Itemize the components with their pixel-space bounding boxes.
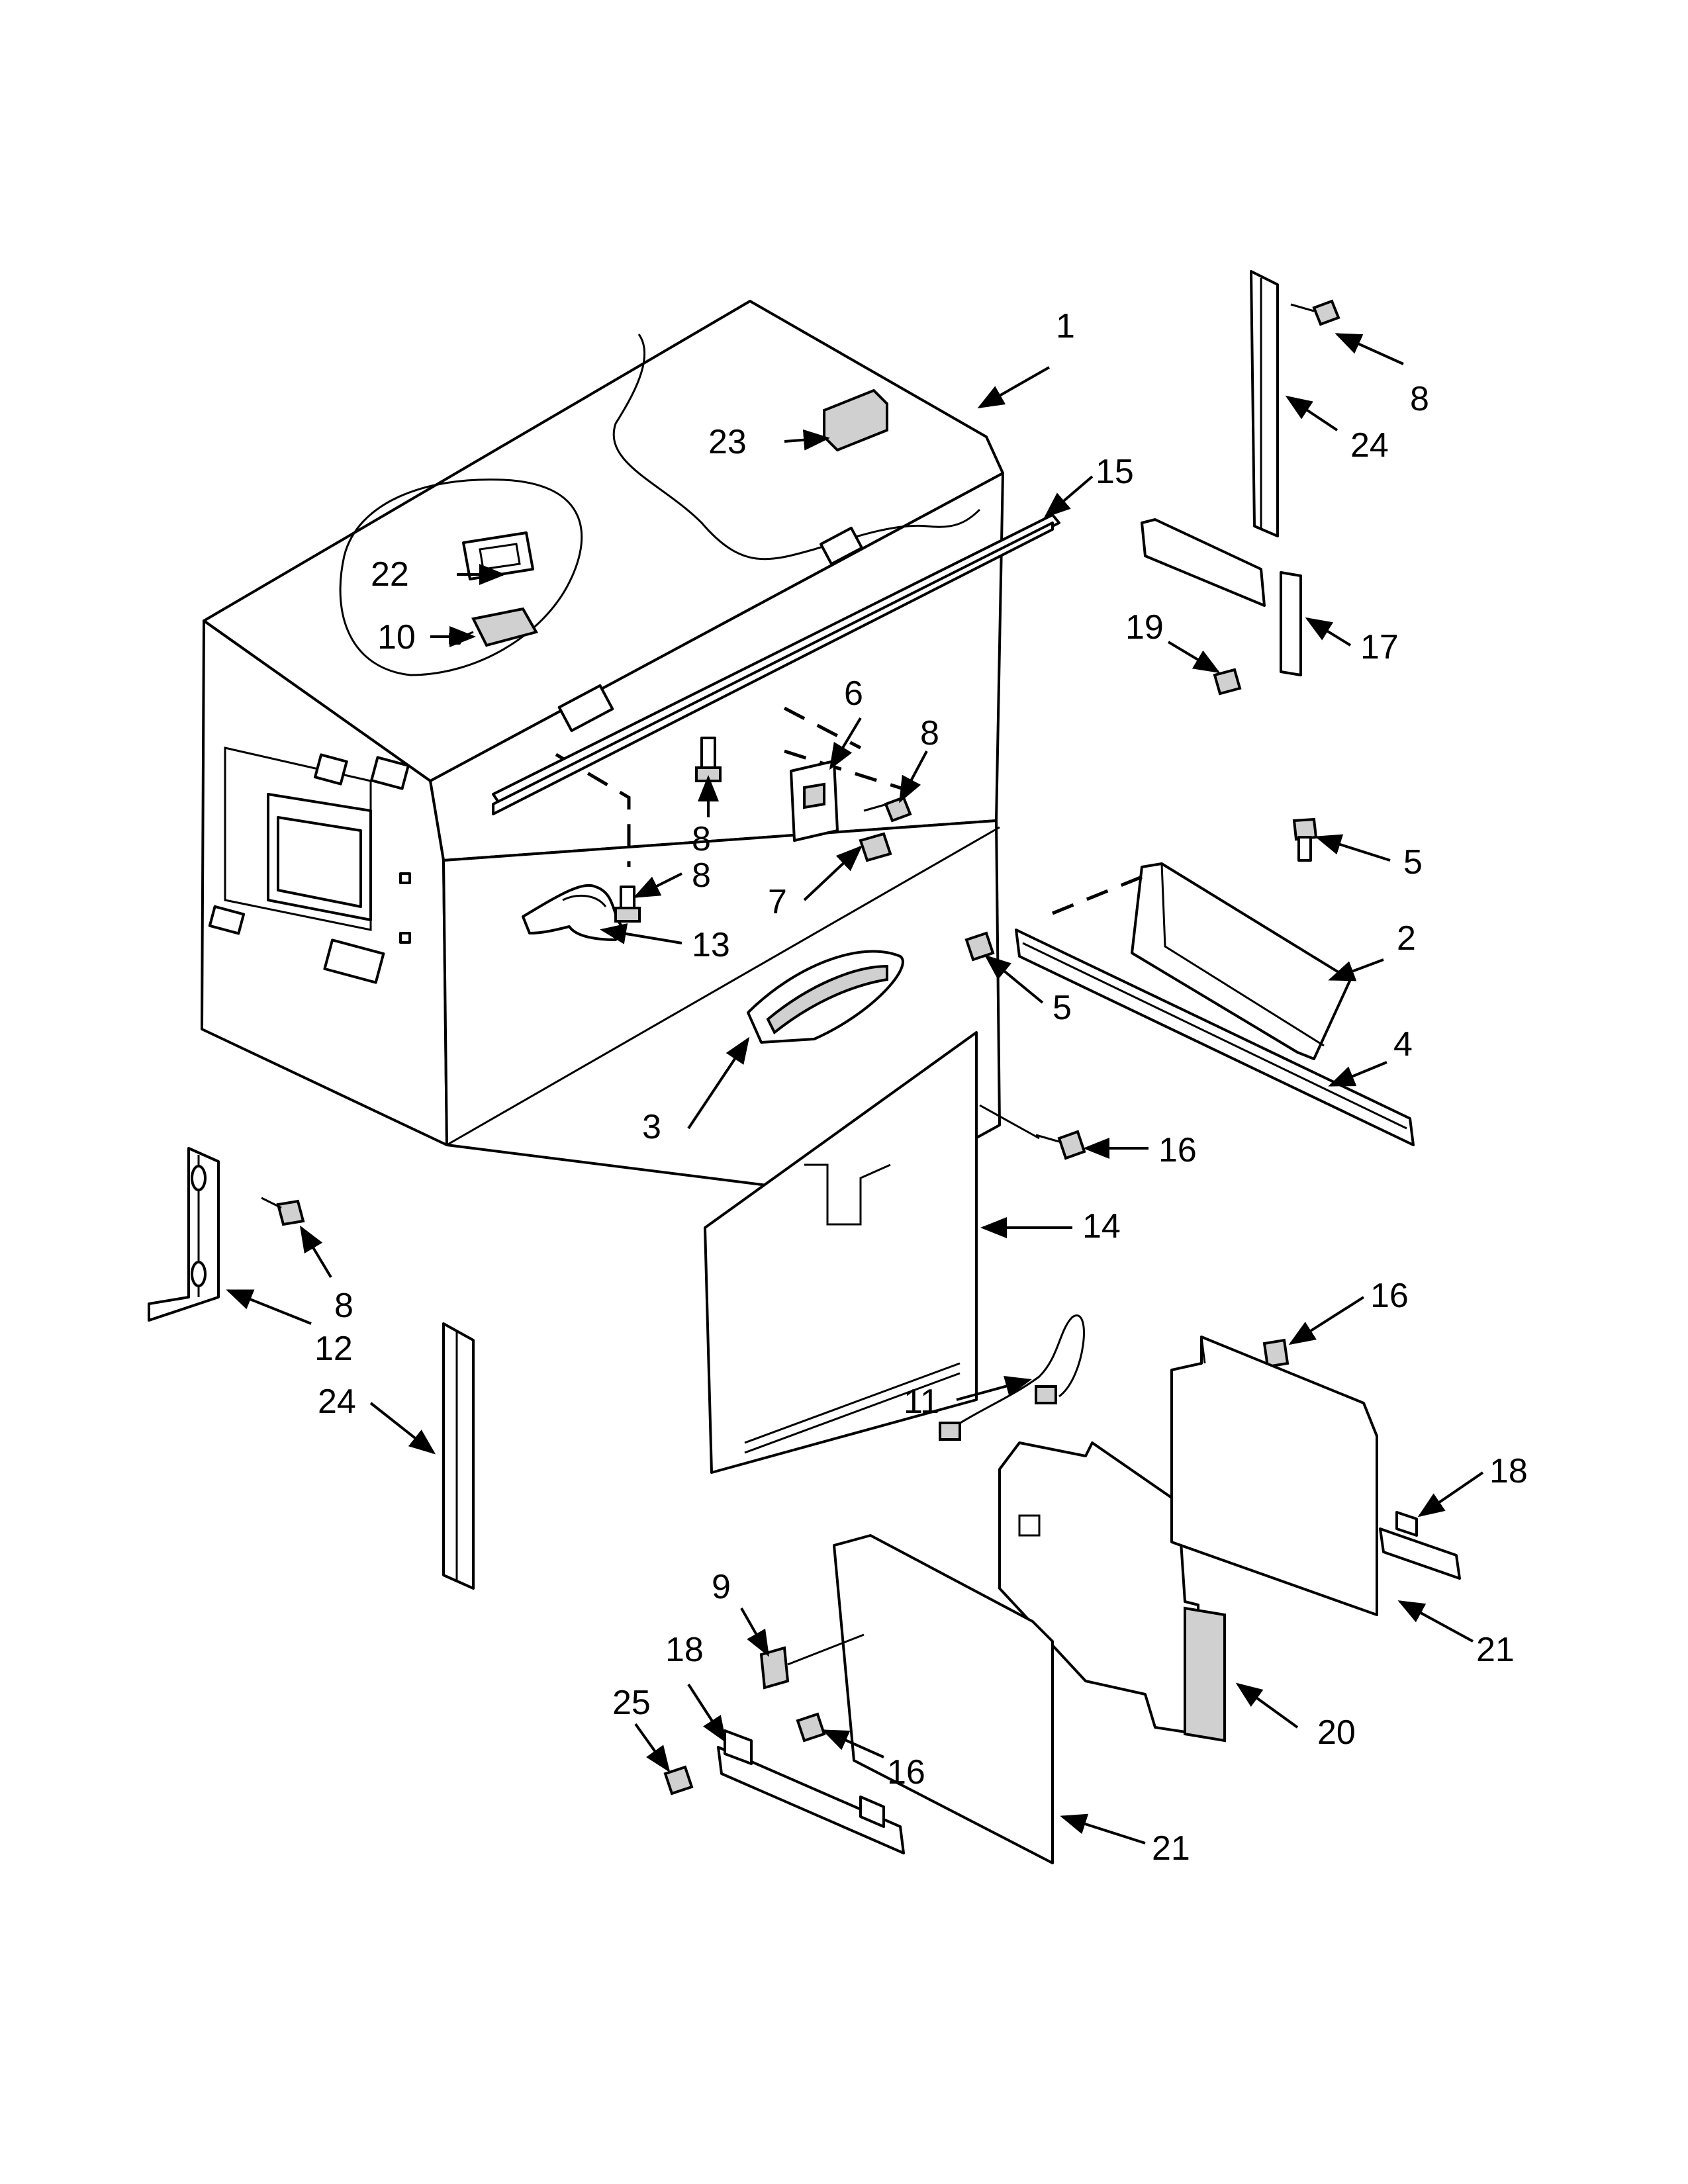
callout-18-right: 18 xyxy=(1489,1452,1528,1490)
part-7-switch xyxy=(859,832,892,862)
callout-12: 12 xyxy=(314,1330,353,1368)
part-18-slide-right xyxy=(1379,1511,1461,1580)
callout-8-left: 8 xyxy=(334,1287,353,1325)
callout-24-top: 24 xyxy=(1350,426,1389,465)
part-17-bracket xyxy=(1141,518,1302,676)
callout-leaders xyxy=(226,333,1484,1844)
part-20-control-box xyxy=(998,1441,1226,1743)
part-11-wire-harness xyxy=(939,1314,1085,1441)
screw-16-a xyxy=(1035,1130,1086,1160)
screw-25 xyxy=(663,1765,694,1796)
callout-9: 9 xyxy=(712,1568,731,1606)
callout-8-bracket-screw: 8 xyxy=(692,856,711,895)
screw-5-a xyxy=(1292,817,1318,862)
part-3-handle xyxy=(747,950,904,1044)
callout-5-bottom: 5 xyxy=(1053,989,1072,1027)
callout-18-left: 18 xyxy=(665,1631,704,1669)
callout-22: 22 xyxy=(371,555,409,594)
part-9-block xyxy=(759,1633,865,1690)
callout-25: 25 xyxy=(612,1684,651,1722)
callout-10: 10 xyxy=(377,618,416,657)
callout-2: 2 xyxy=(1397,919,1416,958)
callout-20: 20 xyxy=(1317,1713,1356,1752)
part-12-bracket xyxy=(148,1147,220,1322)
callout-21-left: 21 xyxy=(1152,1829,1190,1868)
callout-24-bottom: 24 xyxy=(318,1383,356,1421)
callout-13: 13 xyxy=(692,926,730,964)
callout-17: 17 xyxy=(1360,628,1399,666)
callout-21-right: 21 xyxy=(1476,1631,1515,1669)
part-21-panel-left xyxy=(833,1534,1054,1864)
screw-5-b xyxy=(964,931,995,962)
callout-7: 7 xyxy=(768,883,787,921)
part-18-slide-left xyxy=(717,1729,905,1854)
callout-15: 15 xyxy=(1096,453,1134,491)
callout-3: 3 xyxy=(642,1108,661,1146)
callout-8-top-right: 8 xyxy=(1410,380,1429,418)
callout-23: 23 xyxy=(708,423,747,461)
callout-16-right: 16 xyxy=(1158,1131,1197,1169)
screw-8-c xyxy=(614,886,641,923)
part-24-bracket-top xyxy=(1250,270,1279,537)
cabinet-housing xyxy=(201,300,1004,1199)
callout-14: 14 xyxy=(1082,1207,1121,1246)
part-6-switch-box xyxy=(790,760,839,842)
screw-16-b xyxy=(1262,1338,1289,1369)
part-24-bracket-bottom xyxy=(442,1322,475,1590)
callout-19: 19 xyxy=(1125,608,1164,647)
part-4-slide-rail xyxy=(1015,929,1415,1146)
screw-8-b xyxy=(863,796,912,823)
part-21-panel-right xyxy=(1170,1336,1378,1616)
part-15-rail xyxy=(492,514,1060,815)
screw-8-d xyxy=(1290,299,1340,326)
callout-5-top: 5 xyxy=(1403,843,1423,882)
screw-16-c xyxy=(796,1712,826,1743)
callout-1: 1 xyxy=(1056,307,1075,345)
callout-16-bottom: 16 xyxy=(887,1753,925,1792)
part-2-angle-bracket xyxy=(1131,862,1352,1060)
callout-labels: 1 2 3 4 5 5 6 7 8 8 8 8 8 9 10 11 12 13 … xyxy=(314,307,1528,1868)
screw-8-e xyxy=(261,1197,305,1226)
callout-16-panel: 16 xyxy=(1370,1277,1409,1315)
screw-19 xyxy=(1213,668,1242,696)
callout-11: 11 xyxy=(904,1383,939,1421)
part-14-panel xyxy=(704,1031,978,1474)
callout-6: 6 xyxy=(844,674,863,713)
part-22-pad xyxy=(462,531,534,580)
callout-8-switch: 8 xyxy=(920,714,939,752)
callout-4: 4 xyxy=(1393,1025,1413,1064)
callout-8-vertical-screw: 8 xyxy=(692,820,711,858)
